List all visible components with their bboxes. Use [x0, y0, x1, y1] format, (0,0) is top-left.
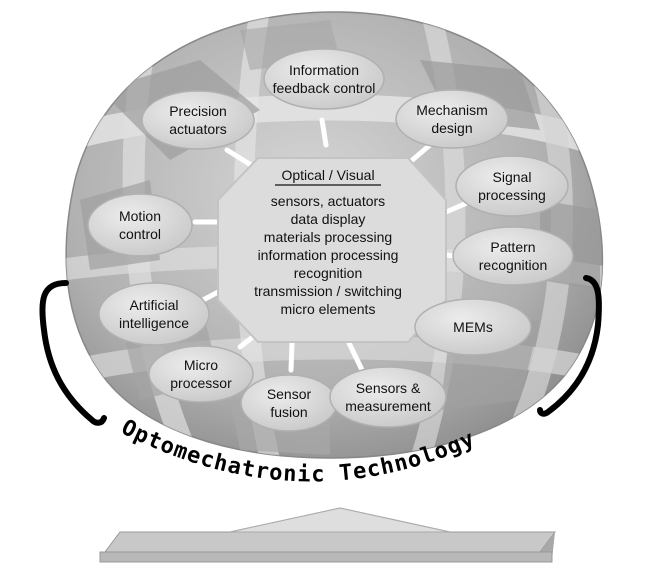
- bubble-shape-mems: [414, 298, 532, 356]
- center-line-0: sensors, actuators: [271, 193, 385, 209]
- bubble-label-pattern-recognition-1: recognition: [479, 257, 548, 273]
- bubble-label-micro-processor-0: Micro: [184, 357, 218, 373]
- bubble-label-sensors-measurement-1: measurement: [345, 398, 431, 414]
- bubble-mems: MEMs: [414, 298, 532, 356]
- bubble-shape-pattern-recognition: [452, 226, 574, 286]
- bubble-label-mems-0: MEMs: [453, 319, 493, 335]
- bubble-label-pattern-recognition-0: Pattern: [490, 239, 535, 255]
- center-panel: Optical / Visual sensors, actuators data …: [217, 157, 447, 343]
- bubble-label-information-feedback-control-0: Information: [289, 62, 359, 78]
- bubble-shape-mechanism-design: [395, 89, 509, 149]
- bubble-label-signal-processing-1: processing: [478, 187, 546, 203]
- connector-sensors-measurement: [346, 340, 366, 375]
- bubble-shape-information-feedback-control: [263, 48, 385, 110]
- bubble-precision-actuators: Precision actuators: [141, 90, 255, 150]
- bubble-label-precision-actuators-1: actuators: [169, 121, 227, 137]
- connector-precision-actuators: [224, 147, 254, 168]
- bubble-label-motion-control-0: Motion: [119, 208, 161, 224]
- bubble-information-feedback-control: Information feedback control: [263, 48, 385, 110]
- bubble-label-sensor-fusion-1: fusion: [270, 404, 307, 420]
- bubble-sensors-measurement: Sensors & measurement: [329, 366, 447, 428]
- bubble-label-artificial-intelligence-1: intelligence: [119, 315, 189, 331]
- connector-lines: [192, 117, 473, 375]
- bubble-label-information-feedback-control-1: feedback control: [273, 80, 376, 96]
- connector-signal-processing: [443, 200, 470, 215]
- bubble-shape-precision-actuators: [141, 90, 255, 150]
- bubble-signal-processing: Signal processing: [455, 155, 569, 217]
- bubble-shape-signal-processing: [455, 155, 569, 217]
- center-line-5: transmission / switching: [254, 283, 402, 299]
- center-line-2: materials processing: [264, 229, 392, 245]
- bubble-shape-artificial-intelligence: [98, 282, 210, 346]
- connector-micro-processor: [237, 333, 257, 350]
- bubble-label-sensors-measurement-0: Sensors &: [356, 380, 421, 396]
- center-line-3: information processing: [258, 247, 399, 263]
- bubble-shape-motion-control: [87, 193, 193, 257]
- bubble-label-artificial-intelligence-0: Artificial: [129, 297, 178, 313]
- connector-mechanism-design: [407, 142, 433, 165]
- bubble-artificial-intelligence: Artificial intelligence: [98, 282, 210, 346]
- connector-information-feedback-control: [319, 117, 329, 148]
- center-line-1: data display: [291, 211, 366, 227]
- bubble-micro-processor: Micro processor: [148, 345, 254, 403]
- bubble-sensor-fusion: Sensor fusion: [240, 374, 338, 432]
- bubble-label-micro-processor-1: processor: [170, 375, 232, 391]
- center-line-4: recognition: [294, 265, 363, 281]
- bubble-shape-sensors-measurement: [329, 366, 447, 428]
- bubble-label-mechanism-design-0: Mechanism: [416, 102, 488, 118]
- center-line-6: micro elements: [281, 301, 376, 317]
- bubble-label-motion-control-1: control: [119, 226, 161, 242]
- bubble-label-sensor-fusion-0: Sensor: [267, 386, 312, 402]
- bubble-motion-control: Motion control: [87, 193, 193, 257]
- bubble-label-signal-processing-0: Signal: [493, 169, 532, 185]
- bubble-pattern-recognition: Pattern recognition: [452, 226, 574, 286]
- bubble-label-mechanism-design-1: design: [431, 120, 472, 136]
- bubble-label-precision-actuators-0: Precision: [169, 103, 227, 119]
- bubble-shape-micro-processor: [148, 345, 254, 403]
- bubble-shape-sensor-fusion: [240, 374, 338, 432]
- side-brackets: [39, 275, 602, 426]
- connector-sensor-fusion: [288, 340, 295, 373]
- center-heading: Optical / Visual: [281, 167, 374, 183]
- stand-base: [99, 507, 556, 563]
- center-list: sensors, actuators data display materials …: [254, 193, 402, 317]
- bubble-mechanism-design: Mechanism design: [395, 89, 509, 149]
